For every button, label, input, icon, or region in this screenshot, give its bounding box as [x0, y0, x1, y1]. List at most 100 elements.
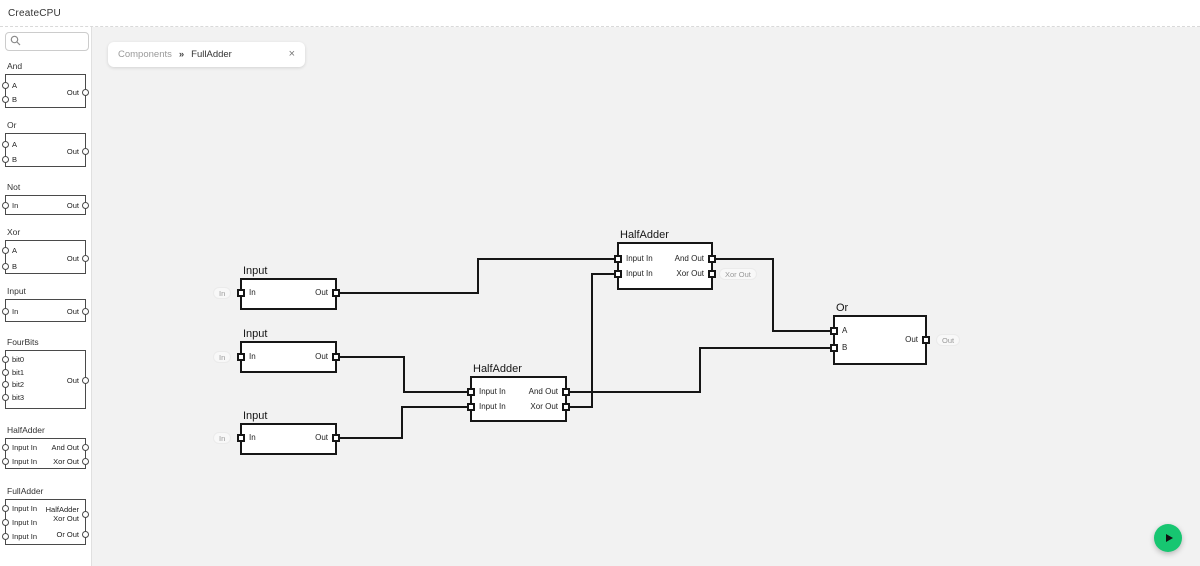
output-port[interactable]: [708, 255, 716, 263]
input-port[interactable]: [2, 505, 9, 512]
output-port[interactable]: [332, 353, 340, 361]
input-port[interactable]: [614, 270, 622, 278]
sidebar-component-box[interactable]: In Out: [2, 299, 89, 322]
input-port[interactable]: [2, 202, 9, 209]
tab-fulladder[interactable]: Components » FullAdder ×: [108, 42, 305, 67]
output-port[interactable]: [82, 148, 89, 155]
input-port[interactable]: [614, 255, 622, 263]
port-label: Out: [66, 254, 79, 263]
input-port[interactable]: [830, 327, 838, 335]
output-port[interactable]: [708, 270, 716, 278]
wire-2: [337, 356, 470, 393]
output-port[interactable]: [82, 308, 89, 315]
port-label: Out: [315, 433, 328, 442]
port-label: bit0: [12, 355, 25, 364]
port-label: Input In: [626, 269, 653, 278]
input-port[interactable]: [2, 458, 9, 465]
port-label: Xor Out: [676, 269, 704, 278]
port-label: In: [12, 307, 19, 316]
run-button[interactable]: [1154, 524, 1182, 552]
output-port[interactable]: [82, 458, 89, 465]
input-port[interactable]: [2, 394, 9, 401]
output-port[interactable]: [82, 89, 89, 96]
port-label: And Out: [51, 443, 79, 452]
port-label: bit1: [12, 368, 25, 377]
sidebar-component-label: And: [7, 61, 23, 71]
input-port[interactable]: [830, 344, 838, 352]
output-port[interactable]: [332, 289, 340, 297]
port-label: B: [842, 343, 848, 352]
input-port[interactable]: [2, 247, 9, 254]
input-port[interactable]: [2, 82, 9, 89]
input-port[interactable]: [2, 263, 9, 270]
output-port[interactable]: [562, 403, 570, 411]
input-port[interactable]: [2, 141, 9, 148]
sidebar-component-label: Not: [7, 182, 21, 192]
input-port[interactable]: [2, 519, 9, 526]
sidebar-component-label: Or: [7, 120, 17, 130]
input-port[interactable]: [2, 533, 9, 540]
output-port[interactable]: [82, 531, 89, 538]
input-port[interactable]: [2, 444, 9, 451]
output-port[interactable]: [82, 255, 89, 262]
input-port[interactable]: [2, 381, 9, 388]
port-label: A: [12, 81, 18, 90]
input-port[interactable]: [237, 289, 245, 297]
input-port[interactable]: [237, 353, 245, 361]
output-port[interactable]: [82, 511, 89, 518]
breadcrumb-root[interactable]: Components: [118, 49, 172, 60]
port-label: bit3: [12, 393, 25, 402]
output-port[interactable]: [332, 434, 340, 442]
port-label: In: [249, 288, 256, 297]
input-port[interactable]: [2, 308, 9, 315]
output-port[interactable]: [562, 388, 570, 396]
output-port[interactable]: [82, 444, 89, 451]
port-label: Out: [66, 307, 79, 316]
wire-3: [337, 406, 470, 439]
input-port[interactable]: [2, 356, 9, 363]
search-input[interactable]: [5, 31, 89, 51]
input-port[interactable]: [2, 96, 9, 103]
output-port[interactable]: [922, 336, 930, 344]
sidebar-component-label: Input: [7, 286, 26, 296]
sidebar-component-label: Xor: [7, 227, 21, 237]
tab-close-icon[interactable]: ×: [288, 48, 295, 60]
input-port[interactable]: [2, 156, 9, 163]
input-port[interactable]: [237, 434, 245, 442]
port-label: Xor Out: [530, 402, 558, 411]
output-port[interactable]: [82, 377, 89, 384]
input-port[interactable]: [2, 369, 9, 376]
port-label: A: [842, 326, 848, 335]
port-label: B: [12, 155, 18, 164]
external-pin-label: In: [213, 287, 232, 299]
sidebar-component-label: FullAdder: [7, 486, 44, 496]
port-label: bit2: [12, 380, 25, 389]
port-label: A: [12, 246, 18, 255]
node-title: Or: [836, 302, 849, 314]
input-port[interactable]: [467, 403, 475, 411]
input-port[interactable]: [467, 388, 475, 396]
output-port[interactable]: [82, 202, 89, 209]
search-icon: [10, 35, 21, 46]
